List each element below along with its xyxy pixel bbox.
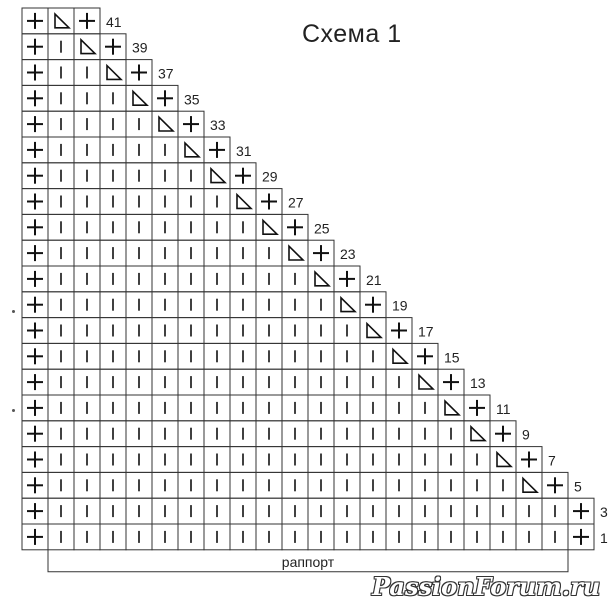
plus-stitch-icon — [27, 219, 43, 236]
plus-stitch-icon — [495, 425, 511, 442]
plus-stitch-icon — [79, 12, 95, 29]
margin-dot — [12, 409, 15, 412]
plus-stitch-icon — [27, 167, 43, 184]
row-number: 27 — [288, 195, 304, 211]
row-number: 9 — [522, 427, 530, 443]
plus-stitch-icon — [183, 116, 199, 133]
row-number: 5 — [574, 478, 582, 494]
plus-stitch-icon — [235, 167, 251, 184]
decrease-triangle-icon — [210, 166, 227, 184]
plus-stitch-icon — [573, 503, 589, 520]
repeat-bracket — [47, 549, 569, 573]
plus-stitch-icon — [27, 64, 43, 81]
plus-stitch-icon — [27, 141, 43, 158]
decrease-triangle-icon — [262, 218, 279, 235]
plus-stitch-icon — [27, 270, 43, 287]
row-number: 37 — [158, 66, 174, 82]
decrease-triangle-icon — [106, 63, 123, 81]
plus-stitch-icon — [27, 116, 43, 133]
decrease-triangle-icon — [80, 37, 97, 55]
chart-title: Схема 1 — [302, 20, 402, 48]
plus-stitch-icon — [27, 90, 43, 107]
decrease-triangle-icon — [522, 476, 539, 493]
row-number: 41 — [106, 14, 122, 30]
row-number: 13 — [470, 375, 486, 391]
row-number: 11 — [496, 401, 511, 417]
row-number: 25 — [314, 220, 330, 236]
plus-stitch-icon — [27, 503, 43, 520]
decrease-triangle-icon — [158, 115, 175, 132]
decrease-triangle-icon — [418, 373, 435, 390]
row-number: 21 — [366, 272, 382, 288]
plus-stitch-icon — [157, 90, 173, 107]
decrease-triangle-icon — [184, 141, 201, 158]
decrease-triangle-icon — [288, 244, 305, 261]
plus-stitch-icon — [105, 38, 121, 55]
plus-stitch-icon — [27, 38, 43, 55]
plus-stitch-icon — [573, 528, 589, 545]
plus-stitch-icon — [339, 270, 355, 287]
row-number: 29 — [262, 169, 278, 185]
decrease-triangle-icon — [496, 450, 513, 468]
plus-stitch-icon — [27, 322, 43, 339]
row-number: 3 — [600, 504, 608, 520]
plus-stitch-icon — [365, 296, 381, 313]
plus-stitch-icon — [27, 528, 43, 545]
row-number: 19 — [392, 298, 408, 314]
decrease-triangle-icon — [54, 12, 71, 29]
plus-stitch-icon — [469, 399, 485, 416]
grid-cell — [567, 523, 595, 551]
margin-dot — [12, 310, 15, 313]
plus-stitch-icon — [27, 425, 43, 442]
row-number: 17 — [418, 324, 434, 340]
plus-stitch-icon — [27, 193, 43, 210]
plus-stitch-icon — [27, 451, 43, 468]
decrease-triangle-icon — [470, 424, 487, 442]
row-number: 39 — [132, 40, 148, 56]
row-number: 35 — [184, 91, 200, 107]
decrease-triangle-icon — [236, 192, 253, 210]
decrease-triangle-icon — [132, 89, 149, 106]
row-number: 31 — [236, 143, 252, 159]
plus-stitch-icon — [547, 477, 563, 494]
repeat-label: раппорт — [282, 554, 335, 570]
plus-stitch-icon — [27, 477, 43, 494]
plus-stitch-icon — [27, 296, 43, 313]
row-number: 1 — [600, 530, 608, 546]
plus-stitch-icon — [27, 348, 43, 365]
plus-stitch-icon — [443, 374, 459, 391]
decrease-triangle-icon — [444, 399, 461, 416]
plus-stitch-icon — [131, 64, 147, 81]
plus-stitch-icon — [27, 245, 43, 262]
plus-stitch-icon — [521, 451, 537, 468]
row-number: 23 — [340, 246, 356, 262]
watermark: PassionForum.ru — [372, 572, 601, 601]
decrease-triangle-icon — [340, 295, 357, 313]
plus-stitch-icon — [27, 374, 43, 391]
plus-stitch-icon — [27, 12, 43, 29]
plus-stitch-icon — [417, 348, 433, 365]
plus-stitch-icon — [209, 141, 225, 158]
decrease-triangle-icon — [392, 347, 409, 364]
plus-stitch-icon — [287, 219, 303, 236]
row-number: 15 — [444, 349, 460, 365]
plus-stitch-icon — [391, 322, 407, 339]
decrease-triangle-icon — [314, 270, 331, 287]
plus-stitch-icon — [27, 399, 43, 416]
decrease-triangle-icon — [366, 321, 383, 339]
row-number: 7 — [548, 453, 556, 469]
plus-stitch-icon — [261, 193, 277, 210]
plus-stitch-icon — [313, 245, 329, 262]
row-number: 33 — [210, 117, 226, 133]
